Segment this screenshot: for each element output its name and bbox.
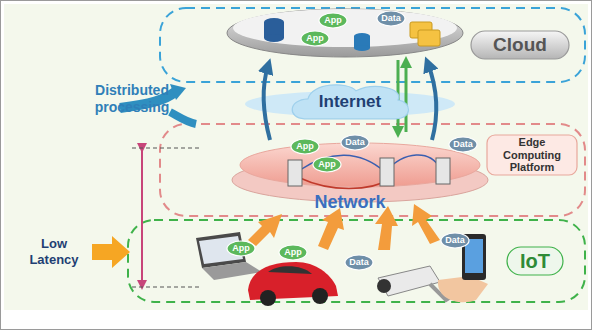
network-label: Network: [300, 190, 400, 215]
node-text: App: [232, 243, 250, 253]
bubble-tag: Data: [340, 134, 370, 151]
annotation-label: Low Latency: [18, 236, 90, 267]
node-text: Internet: [319, 92, 381, 112]
node-text: Data: [345, 137, 365, 147]
node-text: App: [324, 15, 342, 25]
bubble-tag: App: [290, 138, 320, 155]
bubble-tag: App: [300, 30, 330, 47]
internet-cloud: Internet: [290, 82, 410, 122]
node-text: App: [284, 247, 302, 257]
bubble-tag: App: [318, 12, 348, 29]
tier-label: Cloud: [470, 30, 570, 60]
node-text: Edge Computing Platform: [492, 136, 572, 174]
bubble-tag: Data: [344, 254, 374, 271]
node-text: Cloud: [493, 34, 547, 56]
annotation-label: Distributed processing: [84, 82, 180, 116]
bubble-tag: Data: [376, 10, 406, 27]
bubble-tag: App: [278, 244, 308, 261]
node-text: IoT: [520, 250, 550, 273]
node-text: Data: [453, 139, 473, 149]
bubble-tag: App: [312, 156, 342, 173]
tier-label: Edge Computing Platform: [486, 134, 578, 176]
bubble-tag: Data: [440, 232, 470, 249]
bubble-tag: Data: [448, 136, 478, 153]
node-text: Data: [349, 257, 369, 267]
node-text: Network: [314, 192, 385, 213]
node-text: Data: [445, 235, 465, 245]
node-text: App: [318, 159, 336, 169]
node-text: App: [296, 141, 314, 151]
node-text: Data: [381, 13, 401, 23]
node-text: App: [306, 33, 324, 43]
bubble-tag: App: [226, 240, 256, 257]
tier-label: IoT: [506, 246, 564, 276]
